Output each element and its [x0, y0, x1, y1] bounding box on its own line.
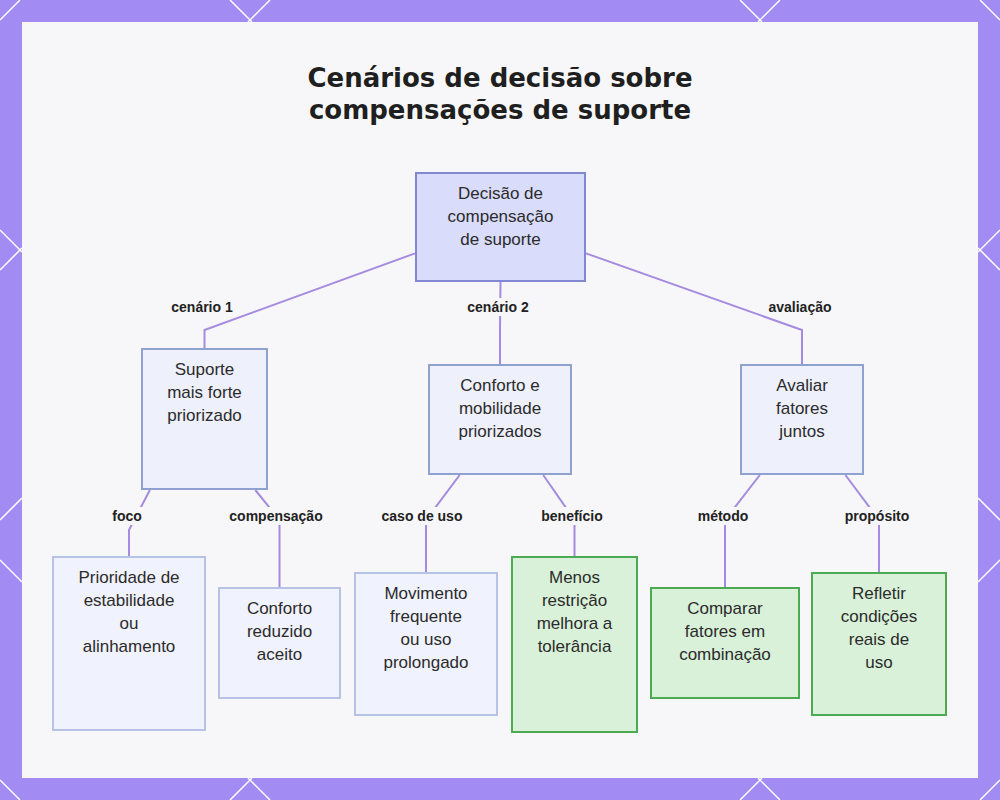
connector-line: [725, 475, 760, 587]
edge-label: caso de uso: [379, 507, 466, 525]
edge-label: cenário 1: [168, 298, 235, 316]
root-box: Decisão de compensação de suporte: [415, 172, 586, 282]
connector-line: [255, 490, 279, 587]
edge-label: compensação: [226, 507, 325, 525]
edge-label: benefício: [538, 507, 605, 525]
process-box: Movimento frequente ou uso prolongado: [354, 572, 498, 716]
edge-label: avaliação: [765, 298, 834, 316]
node-text: Prioridade de estabilidade ou alinhament…: [78, 566, 180, 658]
node-text: Decisão de compensação de suporte: [440, 182, 562, 251]
node-text: Refletir condições reais de uso: [836, 582, 922, 674]
edge-label: foco: [109, 507, 145, 525]
outcome-box: Refletir condições reais de uso: [811, 572, 947, 716]
node-text: Movimento frequente ou uso prolongado: [380, 582, 472, 674]
edge-label: cenário 2: [464, 298, 531, 316]
node-text: Comparar fatores em combinação: [669, 597, 781, 666]
outcome-box: Comparar fatores em combinação: [650, 587, 800, 699]
node-text: Menos restrição melhora a tolerância: [524, 566, 626, 658]
connector-line: [500, 282, 502, 364]
node-text: Suporte mais forte priorizado: [155, 358, 255, 427]
process-box: Conforto e mobilidade priorizados: [428, 364, 572, 475]
process-box: Suporte mais forte priorizado: [141, 348, 268, 490]
diagram-title: Cenários de decisão sobre compensações d…: [200, 62, 800, 126]
edge-label: método: [695, 507, 752, 525]
process-box: Avaliar fatores juntos: [740, 364, 864, 475]
edge-label: propósito: [842, 507, 913, 525]
node-text: Conforto reduzido aceito: [230, 597, 330, 666]
process-box: Prioridade de estabilidade ou alinhament…: [52, 556, 206, 731]
node-text: Conforto e mobilidade priorizados: [441, 374, 559, 443]
process-box: Conforto reduzido aceito: [218, 587, 341, 699]
connector-line: [205, 253, 416, 348]
node-text: Avaliar fatores juntos: [755, 374, 850, 443]
outcome-box: Menos restrição melhora a tolerância: [511, 556, 638, 733]
